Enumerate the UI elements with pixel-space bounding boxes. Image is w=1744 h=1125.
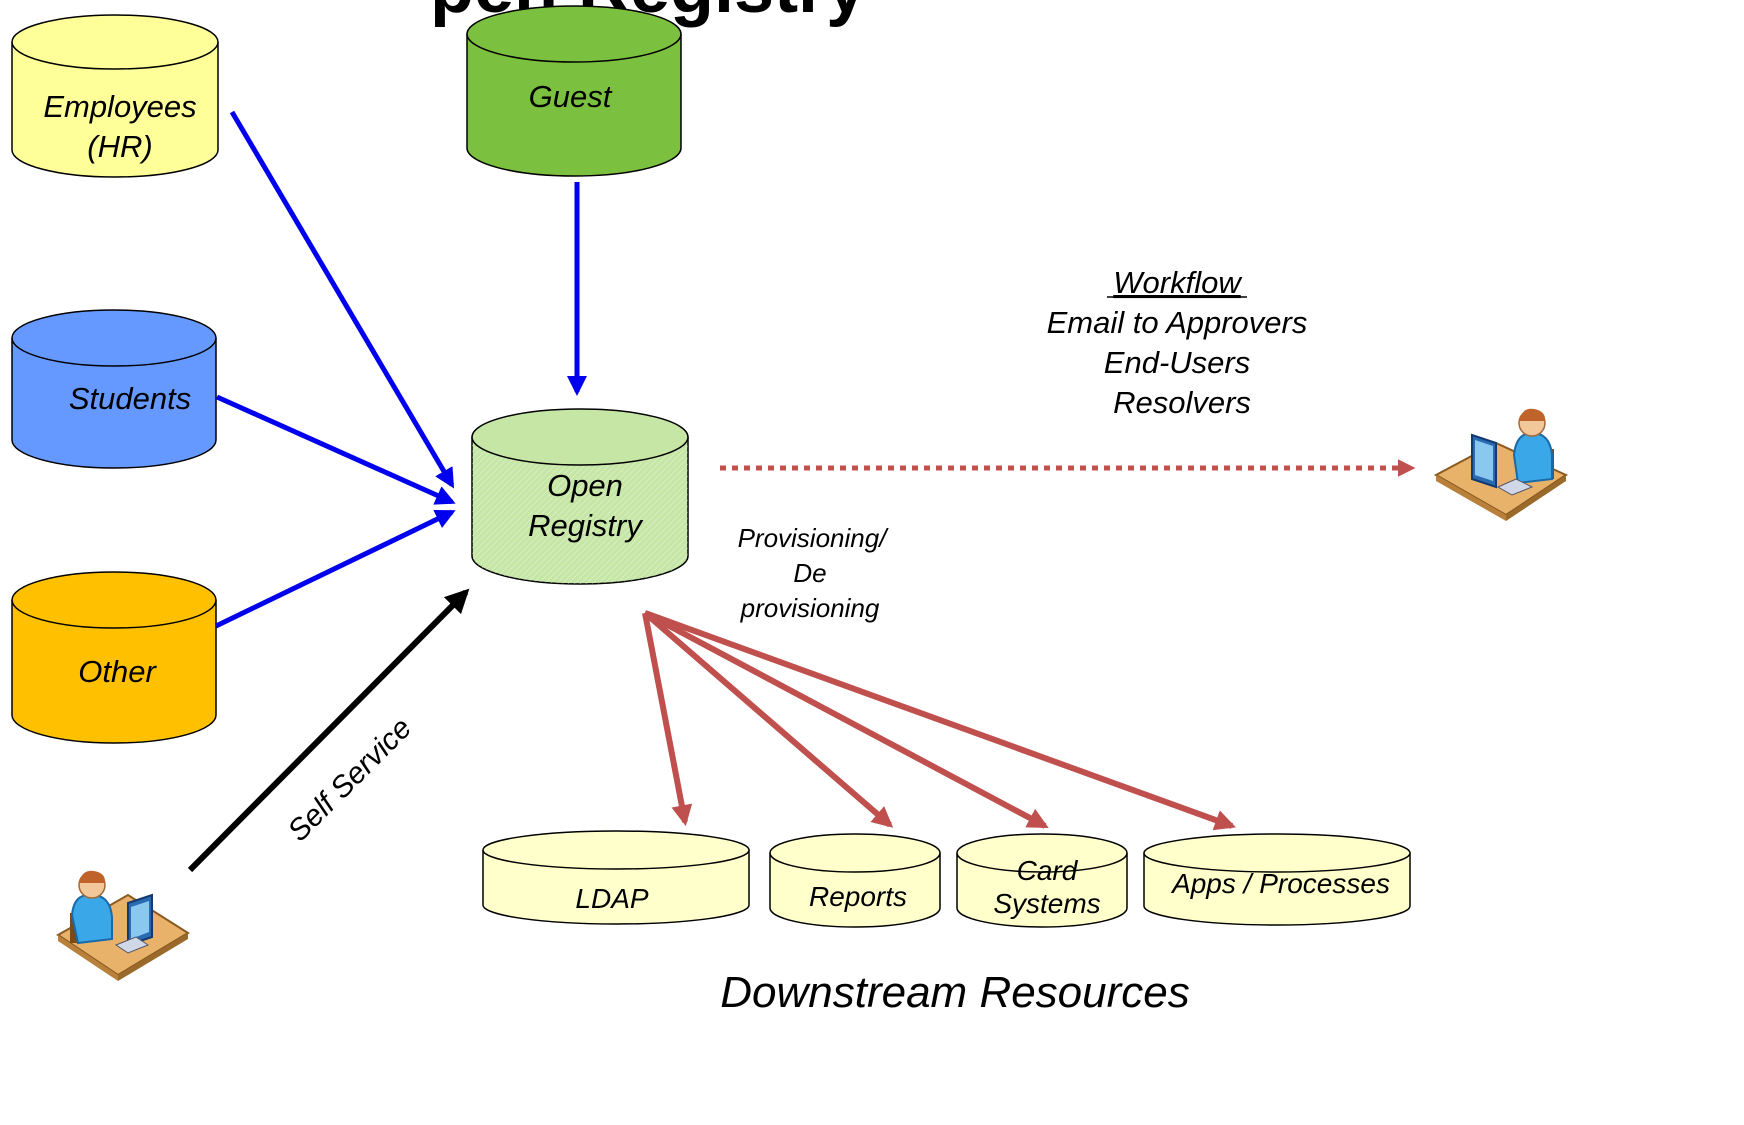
workflow-heading: Workflow <box>1113 265 1243 300</box>
card-systems-cylinder: Card Systems <box>956 833 1128 928</box>
registry-label-line2: Registry <box>528 508 644 543</box>
self-service-arrow <box>187 588 470 873</box>
employees-feed-arrow <box>229 110 455 489</box>
workflow-line-3: Resolvers <box>1113 385 1251 420</box>
card-provision-arrow <box>643 610 1049 829</box>
reports-provision-arrow <box>643 610 894 828</box>
students-label: Students <box>69 381 191 416</box>
provisioning-line-3: provisioning <box>740 593 880 623</box>
workflow-user-icon <box>1433 408 1569 521</box>
students-cylinder: Students <box>11 309 217 469</box>
other-feed-arrow <box>214 509 456 629</box>
downstream-resources-label: Downstream Resources <box>720 968 1190 1017</box>
self-service-label: Self Service <box>282 711 419 848</box>
provisioning-line-2: De <box>793 558 826 588</box>
reports-cylinder: Reports <box>769 833 941 928</box>
ldap-provision-arrow <box>642 612 693 827</box>
other-cylinder: Other <box>11 571 217 744</box>
open-registry-cylinder: Open Registry <box>471 408 689 585</box>
employees-sublabel: (HR) <box>87 129 152 164</box>
students-feed-arrow <box>215 394 456 505</box>
guest-label: Guest <box>529 79 613 114</box>
card-label-line2: Systems <box>993 888 1100 919</box>
other-label: Other <box>78 654 157 689</box>
workflow-line-2: End-Users <box>1104 345 1250 380</box>
reports-label: Reports <box>809 881 907 912</box>
provisioning-line-1: Provisioning/ <box>738 523 890 553</box>
guest-cylinder: Guest <box>466 5 682 177</box>
apps-provision-arrow <box>643 610 1236 831</box>
workflow-line-1: Email to Approvers <box>1047 305 1308 340</box>
apps-processes-cylinder: Apps / Processes <box>1143 833 1411 926</box>
card-label-line1: Card <box>1017 855 1079 886</box>
employees-cylinder: Employees (HR) <box>11 14 219 178</box>
self-service-user-icon <box>56 870 190 981</box>
employees-label: Employees <box>43 89 196 124</box>
ldap-cylinder: LDAP <box>482 830 750 925</box>
ldap-label: LDAP <box>575 883 648 914</box>
registry-label-line1: Open <box>547 468 623 503</box>
apps-label: Apps / Processes <box>1170 868 1390 899</box>
